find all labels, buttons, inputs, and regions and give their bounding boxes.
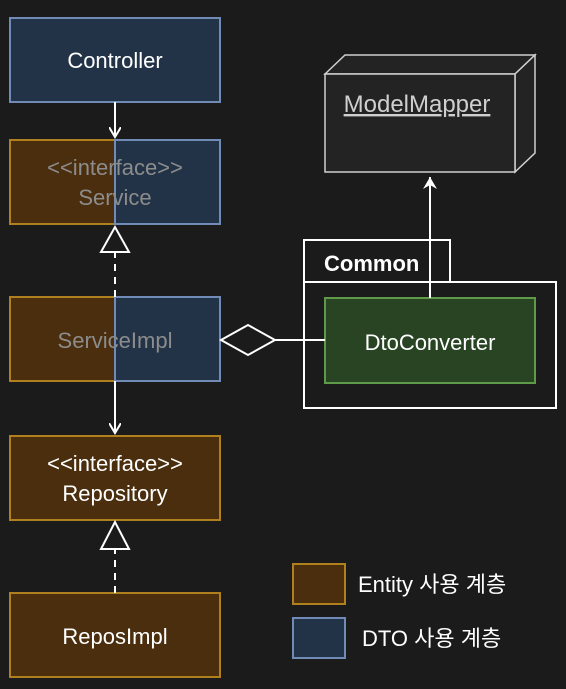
common-package-label: Common: [324, 251, 419, 276]
repos-impl-label: ReposImpl: [62, 624, 167, 649]
legend: Entity 사용 계층 DTO 사용 계층: [292, 563, 506, 659]
legend-dto-label: DTO 사용 계층: [362, 626, 501, 651]
service-impl-box: ServiceImpl: [9, 296, 221, 382]
aggregation-diamond: [218, 323, 278, 357]
service-box: <<interface>> Service: [9, 139, 221, 225]
repos-impl-box: ReposImpl: [9, 592, 221, 678]
repository-realization-triangle: [99, 519, 131, 550]
model-mapper-label: ModelMapper: [344, 91, 491, 118]
dto-converter-label: DtoConverter: [365, 330, 496, 355]
repository-label: Repository: [62, 481, 167, 506]
dto-converter-box: DtoConverter: [324, 297, 536, 384]
controller-box: Controller: [9, 17, 221, 103]
legend-entity-swatch: [292, 563, 346, 605]
repository-stereotype: <<interface>>: [47, 451, 183, 476]
repository-box: <<interface>> Repository: [9, 435, 221, 521]
service-label: Service: [78, 185, 151, 210]
model-mapper-node: ModelMapper: [323, 53, 537, 174]
service-stereotype: <<interface>>: [47, 155, 183, 180]
service-impl-label: ServiceImpl: [58, 328, 173, 353]
legend-dto-swatch: [292, 617, 346, 659]
legend-entity-label: Entity 사용 계층: [358, 572, 506, 597]
controller-label: Controller: [67, 48, 162, 73]
service-realization-triangle: [99, 224, 131, 253]
common-package: Common: [303, 239, 557, 409]
